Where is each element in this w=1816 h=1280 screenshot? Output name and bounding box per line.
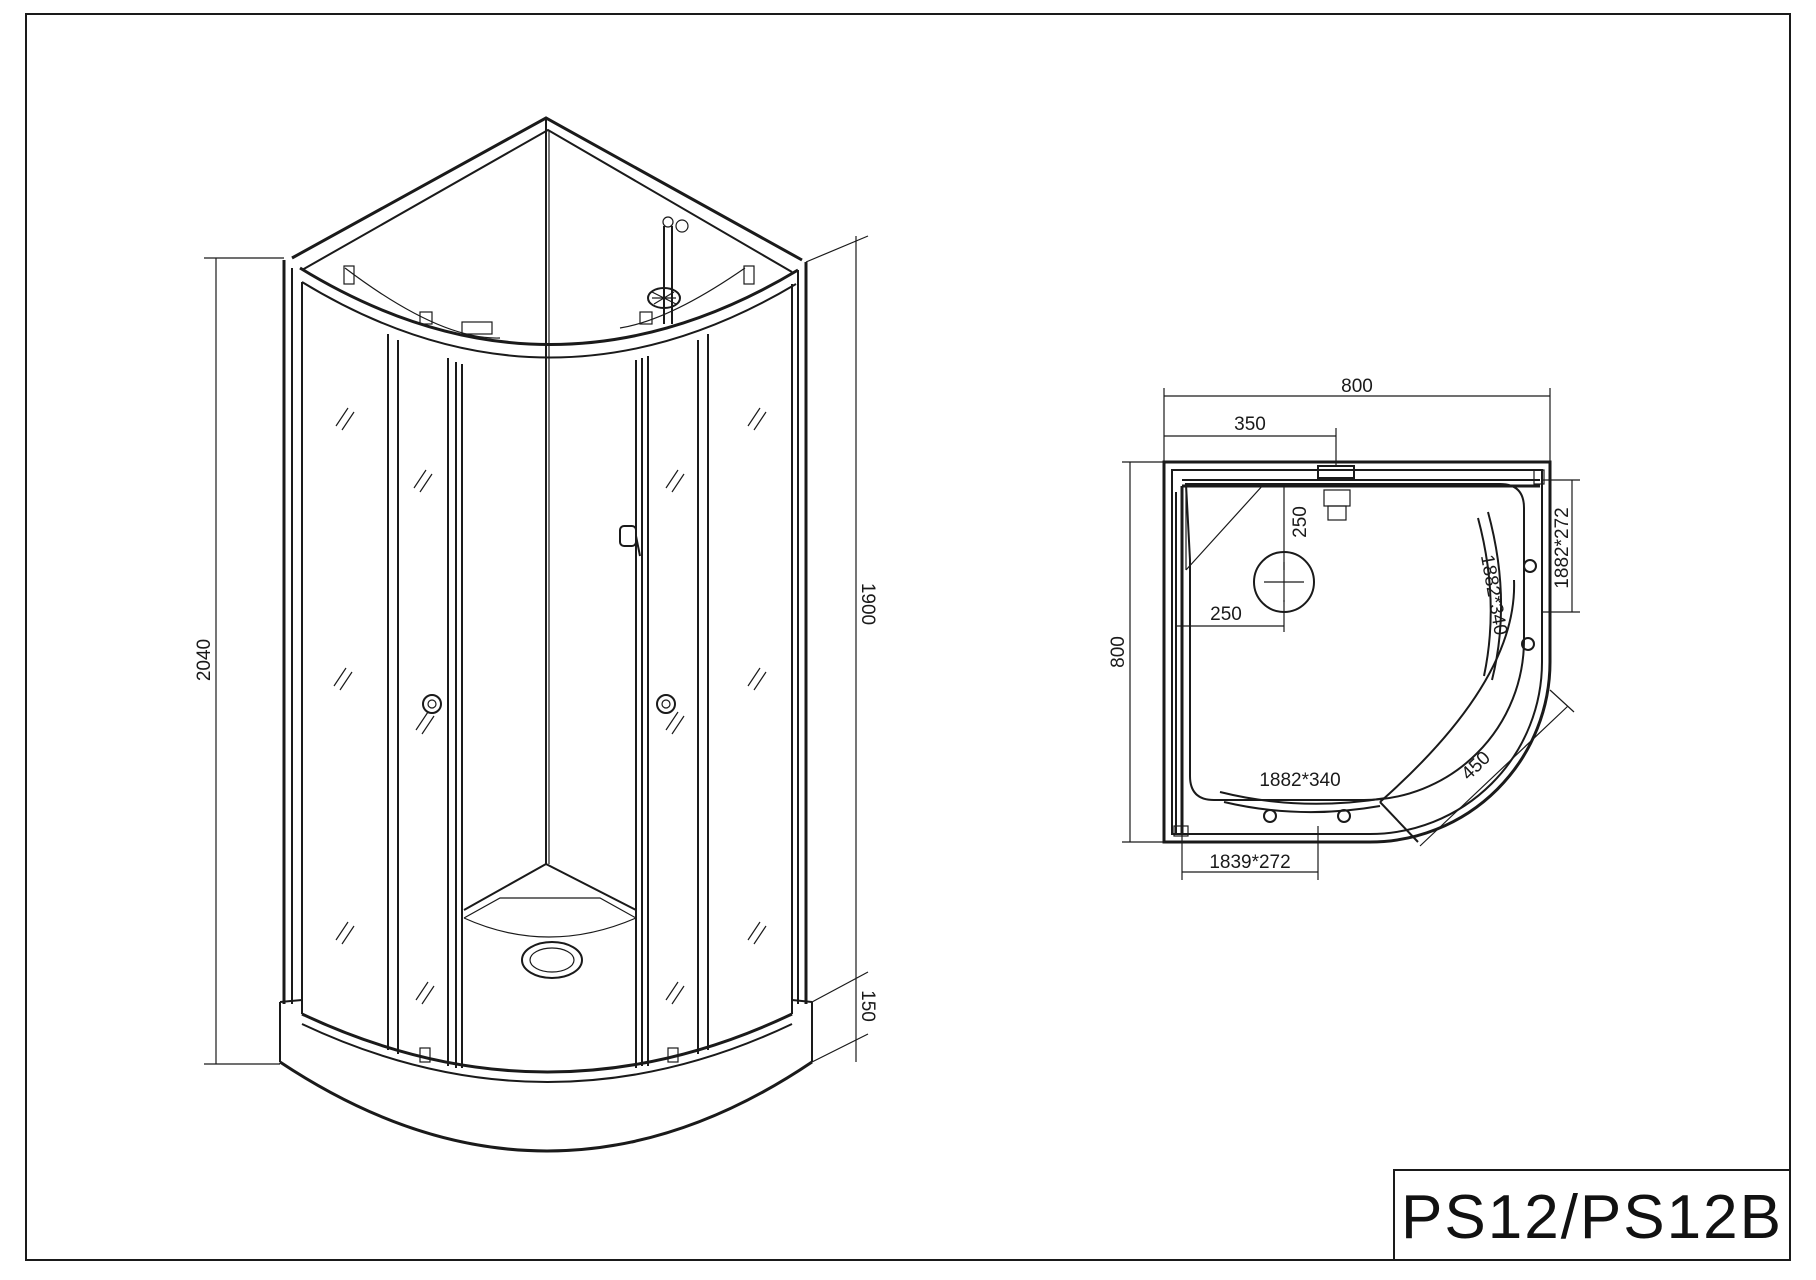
dimension-tray-height: 150 [811, 971, 878, 1063]
plan-valve-icon [1317, 465, 1355, 521]
dimension-side-panel: 1882*272 [1542, 479, 1580, 613]
plan-knob-icon [1523, 559, 1537, 573]
dim-label-drain-offset-y: 250 [1290, 506, 1311, 538]
dim-label-plan-width: 800 [1341, 376, 1373, 397]
dim-label-front-panel: 1839*272 [1209, 852, 1290, 873]
dim-label-curved-door-right: 1882*340 [1476, 553, 1511, 637]
shower-head-icon [647, 287, 681, 309]
dimension-drain-offset-side: 250 [1176, 600, 1285, 632]
dimension-drain-offset-y: 250 [1283, 486, 1311, 570]
curved-glass-panels [387, 334, 709, 1068]
plan-tray-interior [1184, 483, 1525, 801]
plan-knob-icon [1263, 809, 1277, 823]
plan-view: 800 350 800 250 250 [1108, 376, 1580, 880]
dim-label-tray-height: 150 [857, 990, 878, 1022]
shower-tray-base [279, 999, 813, 1153]
dimension-plan-width: 800 [1163, 376, 1551, 462]
dimension-front-panel: 1839*272 [1181, 826, 1319, 880]
drain-icon [521, 941, 583, 979]
door-knob-icon [422, 694, 442, 714]
dimension-drain-offset-x: 350 [1164, 414, 1337, 466]
dim-label-plan-depth: 800 [1108, 636, 1129, 668]
plan-outline [1162, 460, 1552, 844]
left-side-panel [282, 260, 303, 1014]
dim-label-overall-height: 2040 [194, 639, 215, 681]
dim-label-radius: 450 [1457, 747, 1494, 784]
title-block: PS12/PS12B [1393, 1169, 1791, 1261]
door-knob-icon [656, 694, 676, 714]
dim-label-side-panel: 1882*272 [1552, 507, 1573, 588]
dimension-overall-height: 2040 [194, 257, 284, 1065]
dim-label-curved-door-bottom: 1882*340 [1259, 770, 1340, 791]
dim-label-drain-offset-side: 250 [1210, 604, 1242, 625]
dim-label-drain-offset-x: 350 [1234, 414, 1266, 435]
dimension-radius: 450 [1419, 689, 1575, 847]
dimension-plan-depth: 800 [1108, 461, 1164, 843]
glass-reflection-icon [333, 407, 767, 1005]
drawing-border [25, 13, 1791, 1261]
shower-tray-interior [463, 862, 637, 938]
plan-knob-icon [1521, 637, 1535, 651]
dimension-door-height: 1900 [805, 235, 878, 972]
dim-label-door-height: 1900 [857, 583, 878, 625]
elevation-view: 2040 1900 150 [194, 116, 878, 1153]
right-side-panel [791, 262, 808, 1014]
plan-knob-icon [1337, 809, 1351, 823]
model-number: PS12/PS12B [1401, 1183, 1783, 1252]
